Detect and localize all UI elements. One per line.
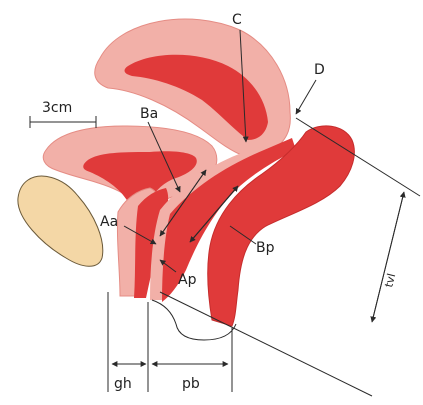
label-d: D xyxy=(314,62,325,78)
label-ap: Ap xyxy=(178,272,197,288)
label-gh: gh xyxy=(114,376,132,392)
label-bp: Bp xyxy=(256,240,275,256)
label-c: C xyxy=(232,12,242,28)
label-pb: pb xyxy=(182,376,200,392)
pubic-bone-shape xyxy=(18,176,103,266)
label-ba: Ba xyxy=(140,106,158,122)
pointer-d xyxy=(296,80,316,114)
tvl-arrow-down xyxy=(372,192,404,322)
label-tvl: tvl xyxy=(382,272,398,289)
label-scale: 3cm xyxy=(42,100,72,116)
label-aa: Aa xyxy=(100,214,118,230)
